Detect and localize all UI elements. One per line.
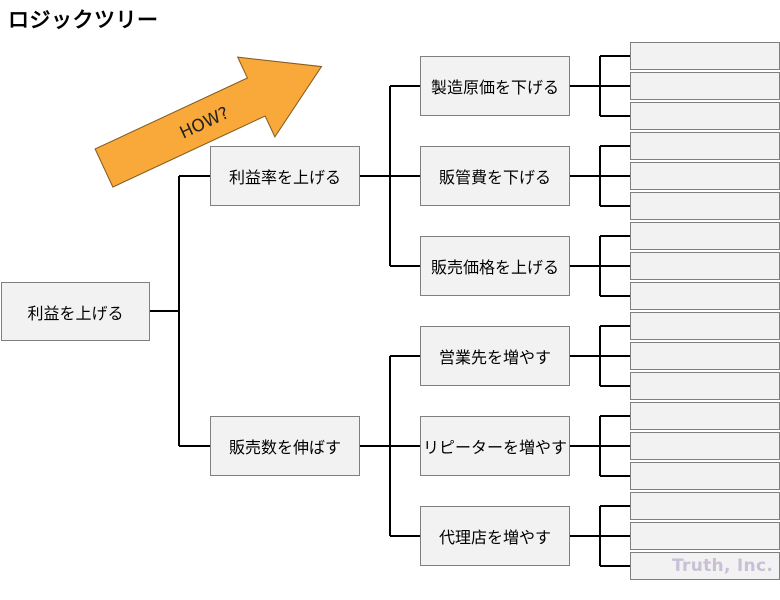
- tree-leaf-empty: [630, 462, 780, 490]
- tree-leaf-empty: [630, 102, 780, 130]
- tree-node-label: 製造原価を下げる: [430, 78, 559, 97]
- tree-leaf-empty: [630, 192, 780, 220]
- tree-leaf-empty: [630, 252, 780, 280]
- tree-leaf-empty: [630, 132, 780, 160]
- tree-leaf-empty: [630, 312, 780, 340]
- tree-leaf-empty: [630, 282, 780, 310]
- tree-node-label: リピーターを増やす: [422, 438, 567, 457]
- tree-node-level2: 販売価格を上げる: [420, 236, 570, 296]
- watermark: Truth, Inc.: [672, 556, 774, 576]
- page-title: ロジックツリー: [8, 8, 159, 32]
- tree-leaf-empty: [630, 432, 780, 460]
- tree-node-root: 利益を上げる: [1, 282, 150, 341]
- tree-node-label: 販売価格を上げる: [430, 258, 559, 277]
- how-arrow-shape: [94, 56, 323, 188]
- tree-node-level2: 営業先を増やす: [420, 326, 570, 386]
- tree-leaf-empty: [630, 72, 780, 100]
- tree-node-label: 営業先を増やす: [438, 348, 551, 367]
- tree-leaf-empty: [630, 372, 780, 400]
- tree-leaf-empty: [630, 492, 780, 520]
- tree-leaf-empty: [630, 222, 780, 250]
- tree-node-level1-profit-margin: 利益率を上げる: [210, 146, 360, 206]
- tree-node-label: 代理店を増やす: [438, 528, 551, 547]
- tree-node-level2: 代理店を増やす: [420, 506, 570, 566]
- tree-leaf-empty: [630, 162, 780, 190]
- tree-node-level2: 製造原価を下げる: [420, 56, 570, 116]
- tree-node-level2: リピーターを増やす: [420, 416, 570, 476]
- tree-leaf-empty: [630, 522, 780, 550]
- tree-node-label: 利益率を上げる: [228, 168, 341, 187]
- tree-leaf-empty: [630, 552, 780, 580]
- tree-node-level2: 販管費を下げる: [420, 146, 570, 206]
- tree-node-root-label: 利益を上げる: [27, 303, 124, 323]
- tree-leaf-empty: [630, 342, 780, 370]
- tree-leaf-empty: [630, 402, 780, 430]
- tree-leaf-empty: [630, 42, 780, 70]
- tree-node-level1-sales-volume: 販売数を伸ばす: [210, 416, 360, 476]
- tree-node-label: 販売数を伸ばす: [228, 438, 341, 457]
- tree-node-label: 販管費を下げる: [438, 168, 551, 187]
